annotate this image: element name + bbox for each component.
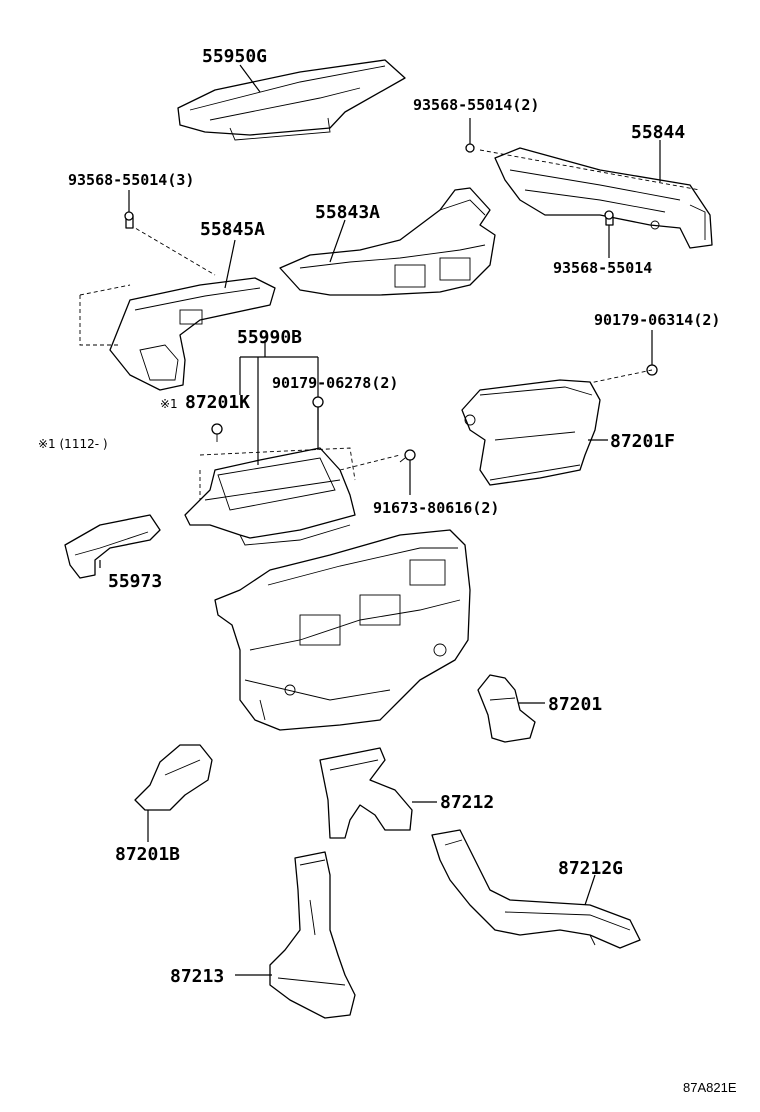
- label-87201K[interactable]: 87201K: [185, 392, 250, 413]
- label-87201B[interactable]: 87201B: [115, 844, 180, 865]
- part-55843A-drawing[interactable]: [279, 187, 496, 296]
- part-87201-drawing[interactable]: [477, 674, 536, 743]
- label-87201[interactable]: 87201: [548, 694, 602, 715]
- screw-93568-55014-2-drawing[interactable]: [465, 143, 475, 153]
- label-55990B[interactable]: 55990B: [237, 327, 302, 348]
- label-93568-55014[interactable]: 93568-55014: [553, 259, 652, 277]
- part-55845A-drawing[interactable]: [109, 277, 276, 391]
- part-87213-drawing[interactable]: [269, 851, 356, 1019]
- label-91673-80616-2[interactable]: 91673-80616(2): [373, 499, 499, 517]
- diagram-code: 87A821E: [683, 1080, 737, 1095]
- part-87201F-drawing[interactable]: [461, 379, 601, 486]
- label-87212[interactable]: 87212: [440, 792, 494, 813]
- label-90179-06278-2[interactable]: 90179-06278(2): [272, 374, 398, 392]
- part-55990B-drawing[interactable]: [184, 447, 356, 546]
- label-87212G[interactable]: 87212G: [558, 858, 623, 879]
- label-87213[interactable]: 87213: [170, 966, 224, 987]
- screw-93568-55014-drawing[interactable]: [604, 210, 614, 226]
- part-87212-drawing[interactable]: [319, 747, 413, 839]
- part-55973-drawing[interactable]: [64, 514, 161, 579]
- label-55843A[interactable]: 55843A: [315, 202, 380, 223]
- part-55844-drawing[interactable]: [494, 147, 713, 249]
- part-55950G-drawing[interactable]: [177, 59, 406, 141]
- label-55973[interactable]: 55973: [108, 571, 162, 592]
- label-93568-55014-2[interactable]: 93568-55014(2): [413, 96, 539, 114]
- label-90179-06314-2[interactable]: 90179-06314(2): [594, 311, 720, 329]
- nut-90179-06278-2-drawing[interactable]: [312, 396, 324, 408]
- note-marker-1: ※1: [160, 397, 178, 411]
- label-55845A[interactable]: 55845A: [200, 219, 265, 240]
- label-55950G[interactable]: 55950G: [202, 46, 267, 67]
- label-55844[interactable]: 55844: [631, 122, 685, 143]
- screw-93568-55014-3-drawing[interactable]: [124, 211, 134, 229]
- label-93568-55014-3[interactable]: 93568-55014(3): [68, 171, 194, 189]
- note-1112: ※1 (1112- ): [38, 437, 108, 451]
- clip-87201K-drawing[interactable]: [211, 423, 223, 442]
- label-87201F[interactable]: 87201F: [610, 431, 675, 452]
- part-87201B-drawing[interactable]: [134, 744, 213, 811]
- screw-91673-80616-2-drawing[interactable]: [399, 449, 416, 463]
- heater-unit-drawing[interactable]: [214, 529, 471, 731]
- part-87212G-drawing[interactable]: [431, 829, 641, 949]
